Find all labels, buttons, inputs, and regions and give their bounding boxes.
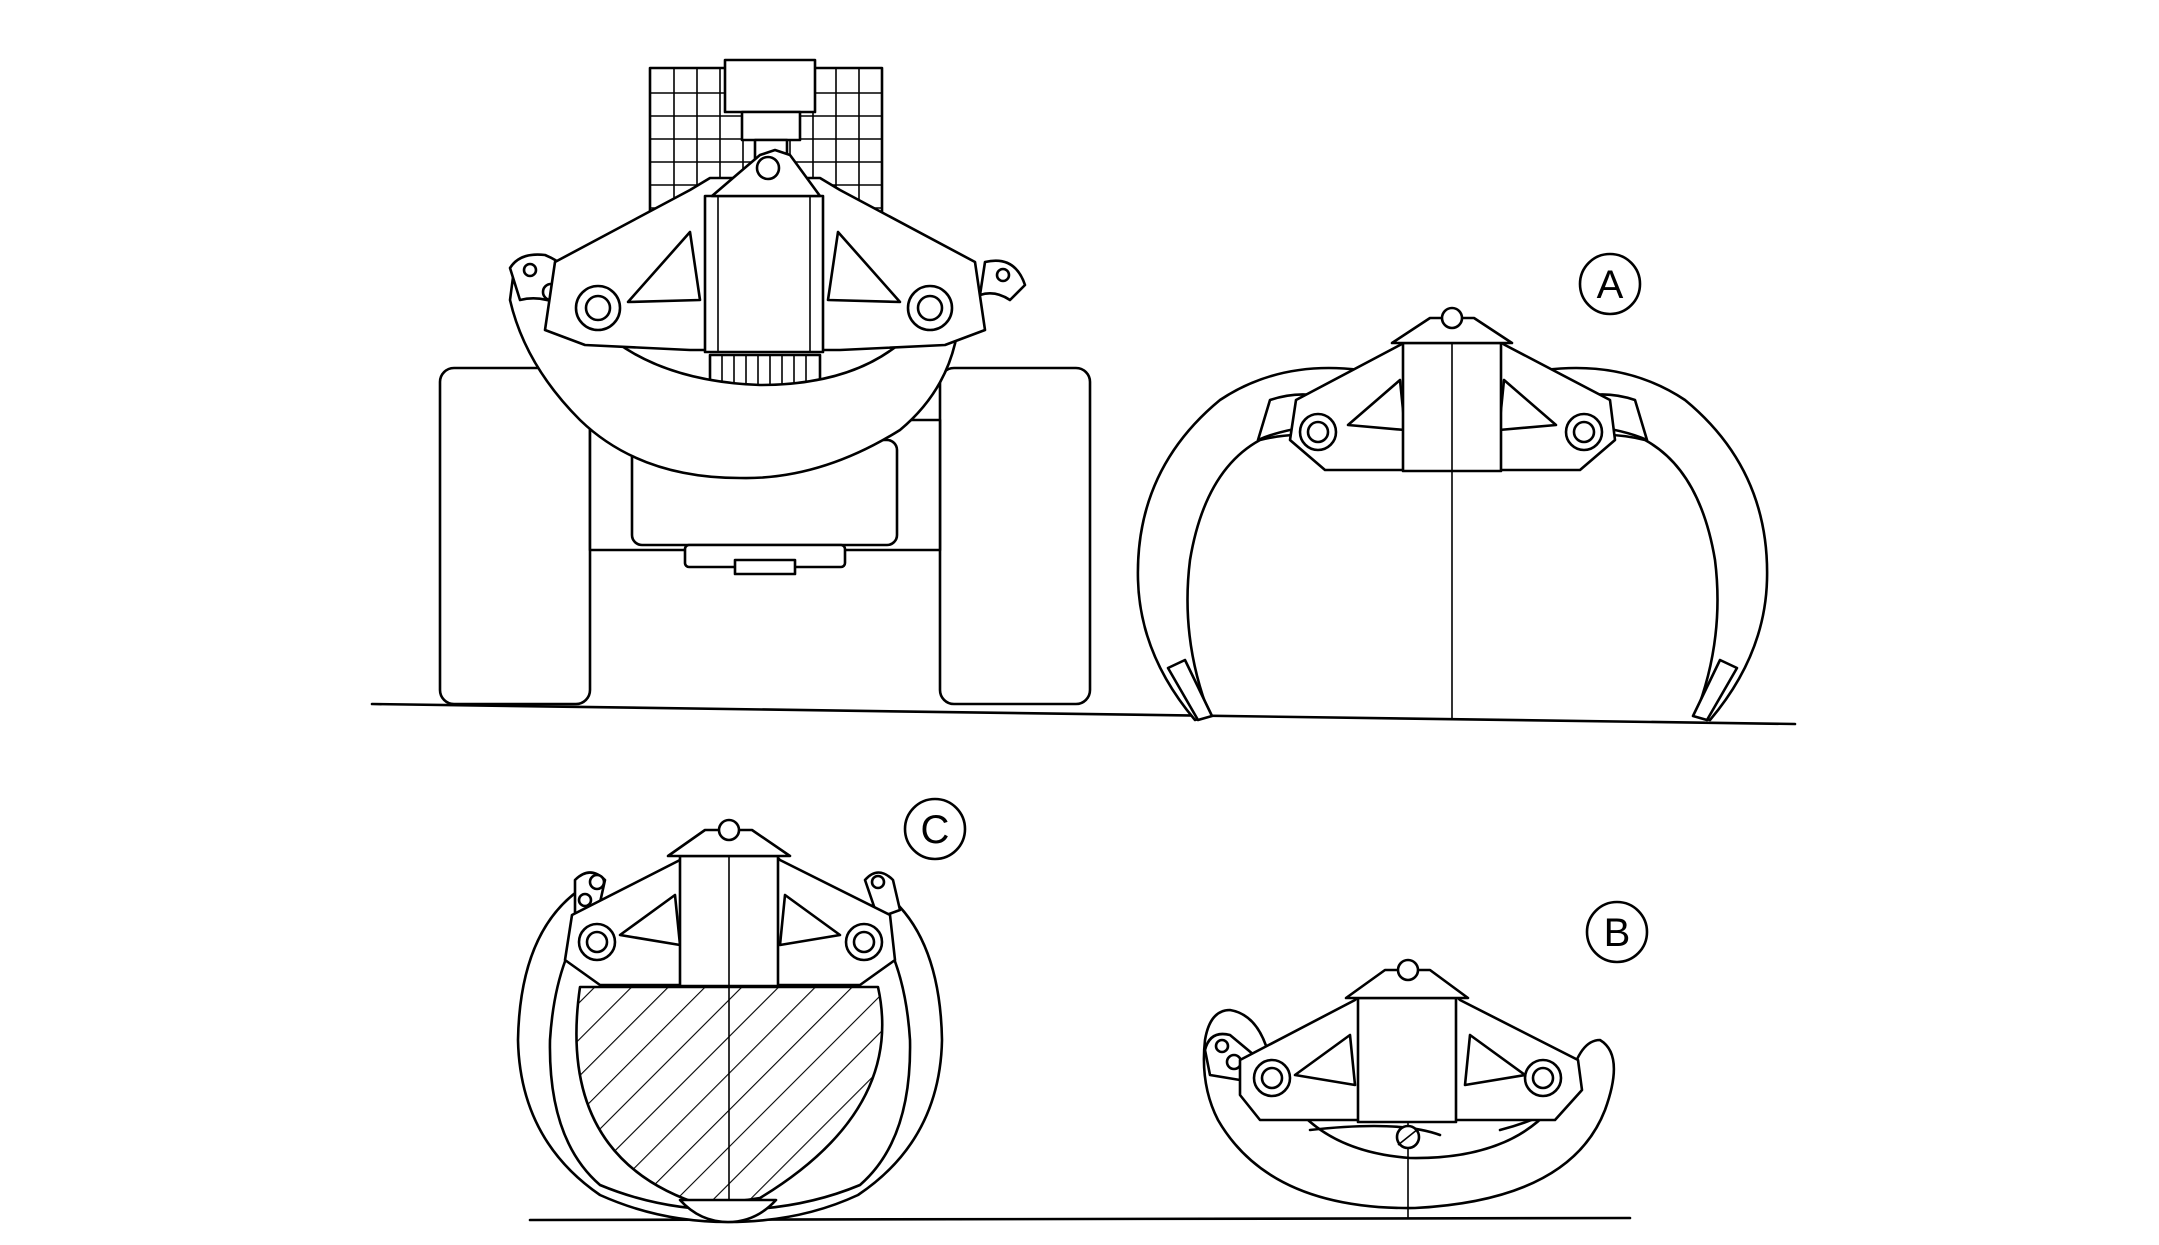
- grapple-c-holding-log: [516, 818, 944, 1224]
- label-c: C: [921, 808, 950, 852]
- grapple-a-tong-left: [1136, 366, 1362, 722]
- grapple-a-open: [1136, 306, 1769, 722]
- grapple-a-tong-right: [1543, 366, 1769, 722]
- label-c-circle: [903, 797, 967, 861]
- label-b: B: [1604, 911, 1631, 955]
- tire-right: [938, 366, 1092, 706]
- rotator-body: [703, 194, 825, 354]
- label-a-circle: [1578, 252, 1642, 316]
- label-b-circle: [1585, 900, 1649, 964]
- tire-left: [438, 366, 592, 706]
- grapple-b-closed: [1202, 958, 1616, 1218]
- label-a: A: [1597, 263, 1624, 307]
- ground-line-top: [370, 702, 1797, 726]
- skidder-with-grapple: [438, 58, 1092, 706]
